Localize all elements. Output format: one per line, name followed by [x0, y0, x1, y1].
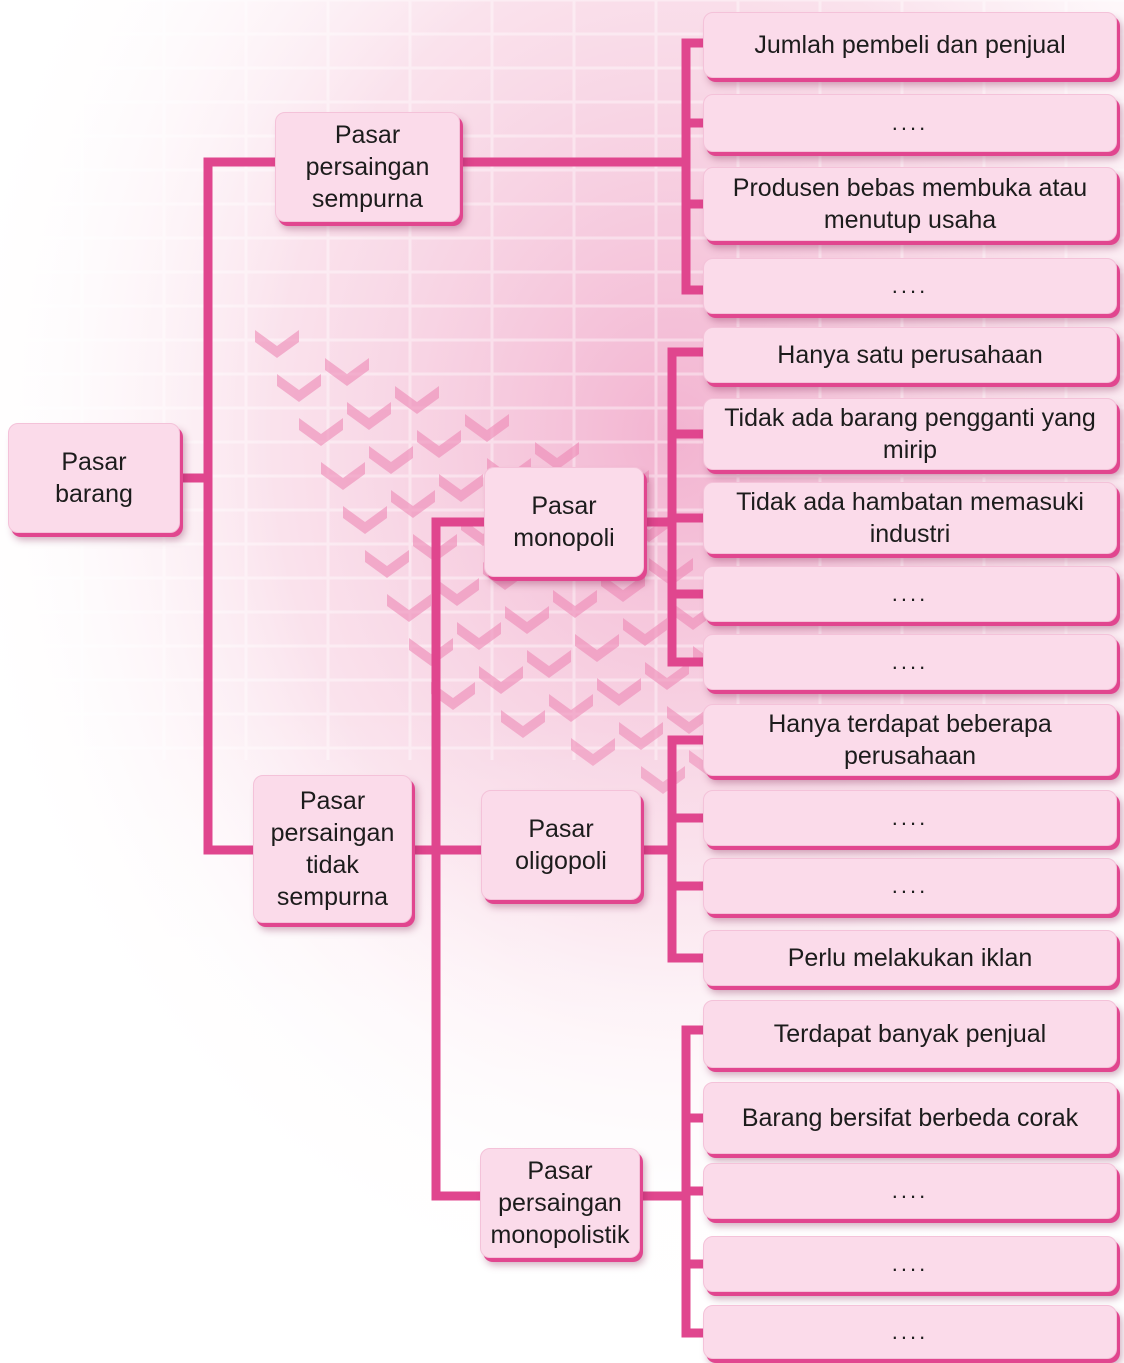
background-chevron	[325, 358, 369, 386]
background-chevron	[299, 418, 343, 446]
leaf-sempurna-4: ....	[703, 258, 1117, 314]
background-chevron	[645, 662, 689, 690]
leaf-sempurna-2: ....	[703, 94, 1117, 152]
leaf-monopoli-1: Hanya satu perusahaan	[703, 327, 1117, 383]
background-chevron	[321, 462, 365, 490]
background-chevron	[553, 590, 597, 618]
leaf-monopoli-5: ....	[703, 634, 1117, 690]
background-chevron	[391, 490, 435, 518]
background-chevron	[601, 574, 645, 602]
background-chevron	[457, 622, 501, 650]
background-chevron	[417, 430, 461, 458]
background-chevron	[575, 634, 619, 662]
background-chevron	[409, 638, 453, 666]
leaf-monopoli-3: Tidak ada hambatan memasuki industri	[703, 482, 1117, 554]
leaf-monopolistik-1: Terdapat banyak penjual	[703, 1000, 1117, 1068]
background-chevron	[387, 594, 431, 622]
leaf-sempurna-1: Jumlah pembeli dan penjual	[703, 12, 1117, 78]
background-chevron	[347, 402, 391, 430]
background-chevron	[465, 414, 509, 442]
background-chevron	[623, 618, 667, 646]
background-chevron	[435, 578, 479, 606]
background-chevron	[395, 386, 439, 414]
leaf-monopoli-4: ....	[703, 566, 1117, 622]
leaf-monopolistik-4: ....	[703, 1236, 1117, 1292]
leaf-oligopoli-3: ....	[703, 858, 1117, 914]
leaf-monopoli-2: Tidak ada barang pengganti yang mirip	[703, 398, 1117, 470]
background-chevron	[343, 506, 387, 534]
background-chevron	[479, 666, 523, 694]
leaf-monopolistik-2: Barang bersifat berbeda corak	[703, 1082, 1117, 1154]
background-chevron	[527, 650, 571, 678]
background-chevron	[255, 330, 299, 358]
leaf-oligopoli-4: Perlu melakukan iklan	[703, 930, 1117, 986]
background-chevron	[535, 442, 579, 470]
background-chevron	[439, 474, 483, 502]
leaf-oligopoli-1: Hanya terdapat beberapa perusahaan	[703, 704, 1117, 776]
leaf-monopolistik-5: ....	[703, 1305, 1117, 1359]
background-chevron	[277, 374, 321, 402]
leaf-oligopoli-2: ....	[703, 790, 1117, 846]
background-chevron	[505, 606, 549, 634]
leaf-sempurna-3: Produsen bebas membuka atau menutup usah…	[703, 167, 1117, 241]
background-chevron	[365, 550, 409, 578]
background-chevron	[369, 446, 413, 474]
leaf-monopolistik-3: ....	[703, 1163, 1117, 1219]
